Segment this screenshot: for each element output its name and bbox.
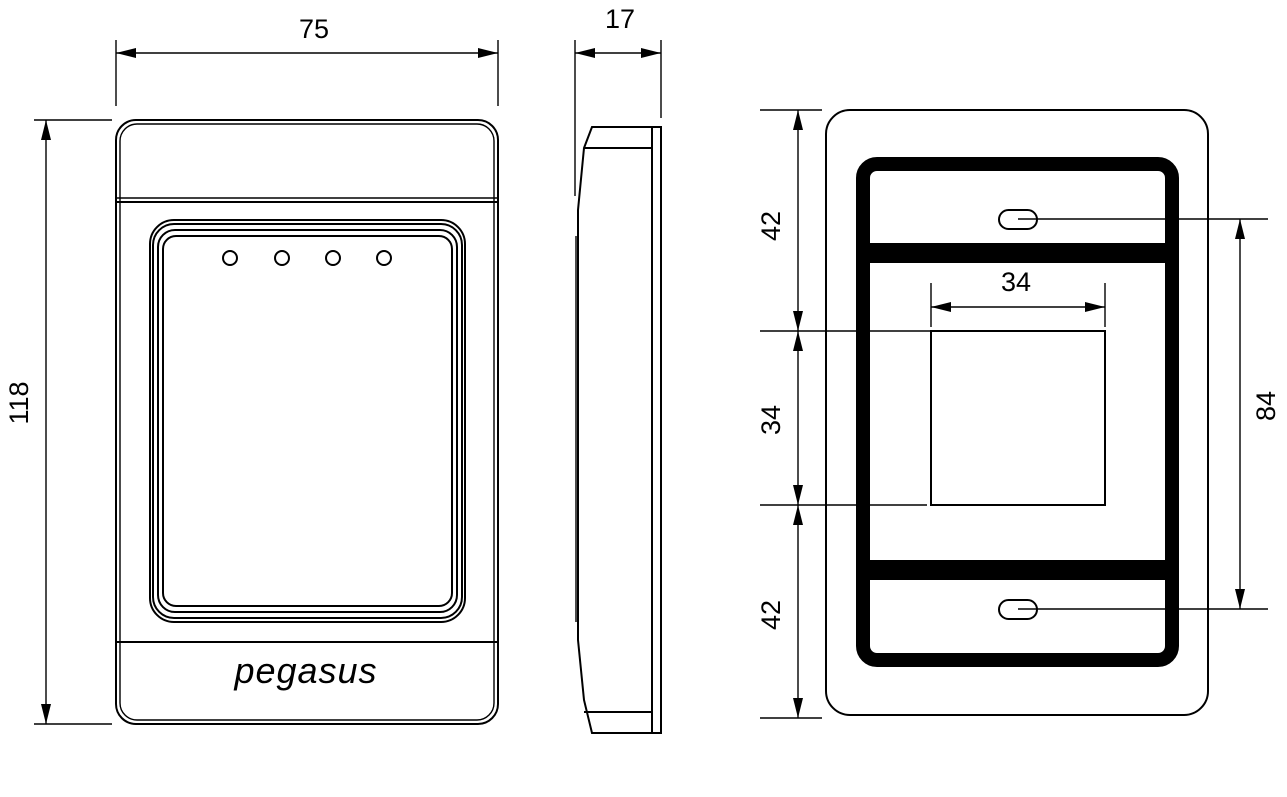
back-plate-outline (825, 109, 1209, 716)
led-indicator (274, 250, 290, 266)
led-indicator (376, 250, 392, 266)
back-bottom-section-label: 42 (756, 600, 786, 630)
back-window-height-label: 34 (756, 405, 786, 435)
back-window (930, 330, 1106, 506)
led-indicator (222, 250, 238, 266)
side-depth-dimension: 17 (574, 4, 662, 196)
front-view: 75 118 pegasus (4, 14, 499, 725)
side-profile-front (577, 126, 652, 734)
side-backplate (651, 126, 662, 734)
pegasus-logo: pegasus (233, 650, 377, 691)
back-top-section-label: 42 (756, 211, 786, 241)
back-hole-spacing-dimension: 84 (1018, 218, 1281, 610)
back-window-width-label: 34 (1001, 267, 1031, 297)
back-window-width-dimension: 34 (930, 267, 1106, 327)
back-hole-spacing-label: 84 (1251, 391, 1281, 421)
side-depth-label: 17 (605, 4, 635, 34)
reader-body-outline (115, 119, 499, 725)
back-vertical-dimensions: 42 34 42 (756, 109, 931, 719)
back-view: 42 34 42 34 84 (756, 109, 1281, 719)
reader-body-inner-edge (119, 123, 495, 721)
window-frame-outer (149, 219, 466, 623)
side-view: 17 (574, 4, 662, 734)
front-height-label: 118 (4, 381, 34, 424)
front-width-dimension: 75 (115, 14, 499, 106)
window-frame-inner (162, 235, 453, 607)
led-indicator (325, 250, 341, 266)
mounting-frame (856, 157, 1179, 667)
front-height-dimension: 118 (4, 119, 112, 725)
front-width-label: 75 (299, 14, 329, 44)
